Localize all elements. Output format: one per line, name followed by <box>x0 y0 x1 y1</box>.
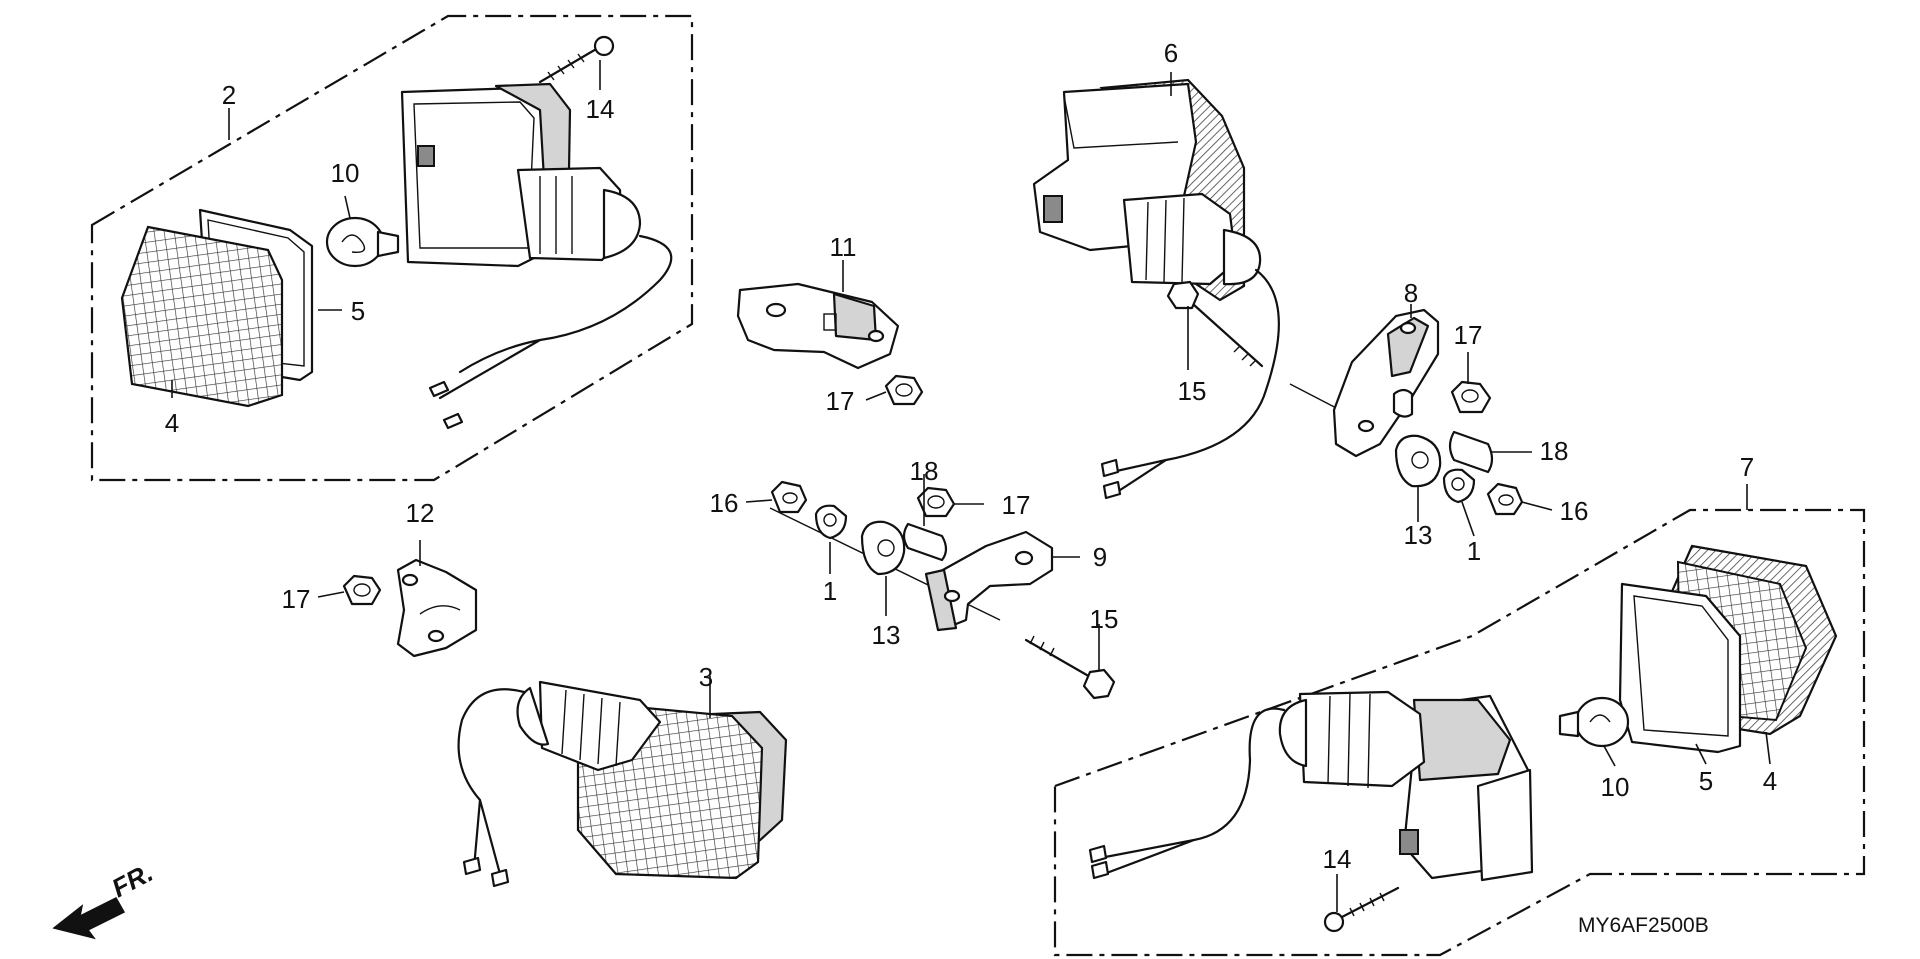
group-boundary-7 <box>1053 508 1866 957</box>
label-part-17-a: 17 <box>826 386 855 416</box>
winker-assembly-6 <box>1032 78 1280 500</box>
label-part-5-left: 5 <box>351 296 365 326</box>
nut-part-17-b <box>342 574 382 606</box>
label-part-13-a: 13 <box>872 620 901 650</box>
right-hardware-stack <box>1166 280 1524 516</box>
label-part-12: 12 <box>406 498 435 528</box>
label-part-4-right: 4 <box>1763 766 1777 796</box>
label-part-15-b: 15 <box>1178 376 1207 406</box>
label-part-1-b: 1 <box>1467 536 1481 566</box>
label-part-16-b: 16 <box>1560 496 1589 526</box>
label-part-10-right: 10 <box>1601 772 1630 802</box>
bulb-part-10-left <box>325 216 400 268</box>
label-part-14-top: 14 <box>586 94 615 124</box>
label-part-11: 11 <box>830 232 857 262</box>
leader-lines <box>171 60 1771 912</box>
screw-part-14-bottom <box>1323 886 1400 933</box>
label-part-18-a: 18 <box>910 456 939 486</box>
bulb-part-10-right <box>1558 696 1630 748</box>
label-part-8: 8 <box>1404 278 1418 308</box>
label-part-17-c: 17 <box>1002 490 1031 520</box>
part-number-labels: 2 10 14 5 4 6 11 17 12 17 16 1 13 18 17 … <box>165 38 1777 874</box>
label-part-10-left: 10 <box>331 158 360 188</box>
diagram-code: MY6AF2500B <box>1578 914 1709 937</box>
label-part-1-a: 1 <box>823 576 837 606</box>
label-part-3: 3 <box>699 662 713 692</box>
label-part-18-b: 18 <box>1540 436 1569 466</box>
lens-part-4-left <box>120 225 284 408</box>
label-part-16-a: 16 <box>710 488 739 518</box>
center-hardware-stack <box>769 480 1116 700</box>
bracket-part-11 <box>736 282 900 370</box>
bracket-part-12 <box>396 558 478 658</box>
label-part-7: 7 <box>1740 452 1754 482</box>
label-part-14-bottom: 14 <box>1323 844 1352 874</box>
label-part-5-right: 5 <box>1699 766 1713 796</box>
housing-front-left <box>400 82 673 430</box>
label-part-4-left: 4 <box>165 408 179 438</box>
direction-label: FR. <box>107 857 158 903</box>
label-part-9: 9 <box>1093 542 1107 572</box>
label-part-2: 2 <box>222 80 236 110</box>
label-part-17-b: 17 <box>282 584 311 614</box>
group-boundary-2 <box>90 14 694 482</box>
arrow-left-icon <box>52 897 126 940</box>
screw-part-14-top <box>538 35 615 84</box>
winker-assembly-3 <box>457 680 788 888</box>
label-part-13-b: 13 <box>1404 520 1433 550</box>
label-part-6: 6 <box>1164 38 1178 68</box>
winker-assembly-front-left <box>120 35 673 430</box>
label-part-15-a: 15 <box>1090 604 1119 634</box>
winker-assembly-7 <box>1088 544 1838 933</box>
label-part-17-d: 17 <box>1454 320 1483 350</box>
nut-part-17-a <box>884 374 924 406</box>
front-direction-indicator: FR. <box>52 857 158 940</box>
